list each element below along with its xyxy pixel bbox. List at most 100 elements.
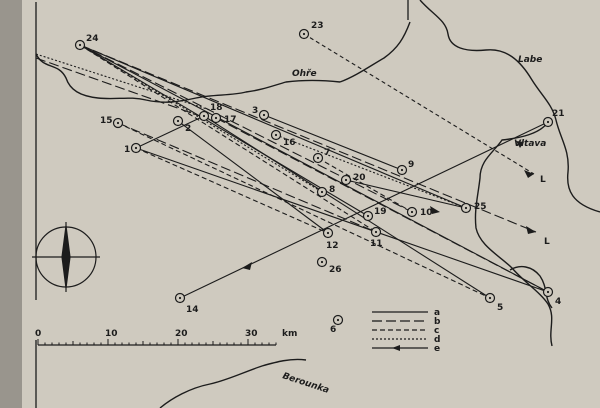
- trajectory-west-b: [35, 57, 201, 117]
- trajectory-1-12: [135, 147, 329, 234]
- trajectory-15-11: [117, 122, 377, 233]
- station-marker-dot: [374, 230, 378, 234]
- station-label: 5: [497, 303, 503, 313]
- station-label: 24: [86, 34, 99, 44]
- station-7: 7: [312, 148, 330, 164]
- arrowheads: [242, 141, 536, 270]
- river-lower-wiggle: [509, 265, 553, 309]
- river-label-vltava: Vltava: [514, 139, 546, 149]
- station-marker-dot: [464, 206, 468, 210]
- station-marker-dot: [176, 119, 180, 123]
- station-11: 11: [370, 226, 383, 249]
- station-label: 8: [329, 185, 335, 195]
- station-marker-dot: [116, 121, 120, 125]
- station-12: 12: [322, 227, 339, 251]
- station-label: 10: [420, 208, 433, 218]
- arrowhead-east-lower: [526, 226, 536, 234]
- station-25: 25: [460, 202, 487, 214]
- station-18: 18: [198, 103, 223, 122]
- station-5: 5: [484, 292, 503, 313]
- station-2: 2: [172, 115, 191, 134]
- station-marker-dot: [178, 296, 182, 300]
- station-label: 16: [283, 138, 296, 148]
- trajectory-2-12: [177, 120, 329, 234]
- station-label: 23: [311, 21, 324, 31]
- trajectory-24-l: [79, 44, 537, 233]
- station-label: 25: [474, 202, 487, 212]
- station-4: 4: [542, 286, 561, 307]
- station-marker-dot: [316, 156, 320, 160]
- scale-tick-label: 20: [175, 329, 188, 339]
- station-label: 11: [370, 239, 383, 249]
- station-marker-dot: [214, 116, 218, 120]
- station-marker-dot: [320, 260, 324, 264]
- station-label: 17: [224, 115, 237, 125]
- station-marker-dot: [134, 146, 138, 150]
- station-marker-dot: [336, 318, 340, 322]
- station-marker-dot: [202, 114, 206, 118]
- scale-tick-label: 0: [35, 329, 41, 339]
- river-vltava-path: [474, 121, 553, 347]
- station-24: 24: [74, 34, 99, 51]
- trajectory-24-11: [79, 44, 377, 233]
- station-6: 6: [330, 314, 344, 335]
- arrowhead-mid: [430, 206, 440, 214]
- trajectory-23-l: [303, 33, 535, 175]
- arrowhead-vltava: [516, 141, 524, 148]
- station-16: 16: [270, 129, 296, 148]
- station-label: 7: [324, 148, 330, 158]
- station-8: 8: [316, 185, 335, 198]
- station-label: 4: [555, 297, 561, 307]
- station-marker-dot: [78, 43, 82, 47]
- station-marker-dot: [344, 178, 348, 182]
- station-label: 18: [210, 103, 223, 113]
- legend-key-c: c: [434, 326, 439, 336]
- trajectory-west-a: [35, 53, 211, 111]
- station-label: 21: [552, 109, 565, 119]
- station-marker-dot: [546, 290, 550, 294]
- legend-key-d: d: [434, 335, 440, 345]
- station-marker-dot: [320, 190, 324, 194]
- station-marker-dot: [410, 210, 414, 214]
- river-label-ohre: Ohře: [292, 69, 317, 79]
- legend-key-a: a: [434, 308, 440, 318]
- trajectory-7-10: [317, 157, 413, 213]
- trajectory-17-4: [215, 117, 549, 293]
- station-3: 3: [252, 106, 270, 121]
- compass-rose: [32, 222, 100, 292]
- station-26: 26: [316, 256, 342, 275]
- scale-unit-label: km: [282, 329, 297, 339]
- station-marker-dot: [400, 168, 404, 172]
- station-9: 9: [396, 160, 414, 176]
- station-20: 20: [340, 173, 366, 186]
- station-1: 1: [124, 142, 142, 155]
- compass-needle-icon: [61, 225, 71, 289]
- station-21: 21: [542, 109, 565, 128]
- station-marker-dot: [326, 231, 330, 235]
- station-19: 19: [362, 207, 387, 222]
- station-label: 6: [330, 325, 336, 335]
- trajectory-3-9: [263, 114, 403, 171]
- scan-edge-shadow: [0, 0, 22, 408]
- river-ohre-upper: [339, 21, 411, 83]
- station-marker-dot: [546, 120, 550, 124]
- arrowhead-east-upper: [524, 170, 534, 178]
- station-label: 1: [124, 145, 130, 155]
- station-label: 14: [186, 305, 199, 315]
- station-14: 14: [174, 292, 199, 315]
- river-berounka-path: [159, 358, 307, 408]
- map-frame: [35, 0, 409, 408]
- station-marker-dot: [366, 214, 370, 218]
- station-label: 3: [252, 106, 258, 116]
- legend-key-b: b: [434, 317, 441, 327]
- scale-tick-label: 30: [245, 329, 258, 339]
- trajectory-15-5: [117, 122, 491, 299]
- legend-key-e: e: [434, 344, 440, 354]
- station-15: 15: [100, 116, 124, 129]
- trajectory-24-10: [79, 44, 413, 213]
- trajectory-24-25: [79, 44, 467, 209]
